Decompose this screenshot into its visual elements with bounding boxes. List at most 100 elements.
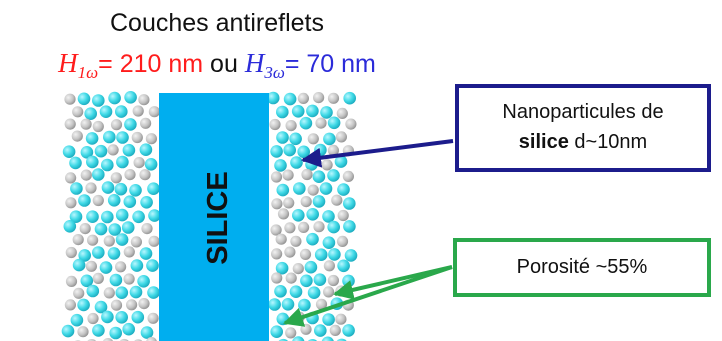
silica-nanoparticle — [144, 158, 158, 171]
silica-nanoparticle — [86, 155, 99, 169]
h1-subscript: 1ω — [77, 63, 99, 82]
pore-particle — [271, 198, 283, 210]
diagram-title: Couches antireflets — [109, 9, 324, 37]
silica-nanoparticle — [322, 210, 335, 223]
pore-particle — [301, 168, 313, 181]
silica-nanoparticle — [72, 258, 86, 272]
silica-label: SILICE — [202, 171, 234, 264]
h3-symbol: H — [244, 48, 265, 78]
pore-particle — [92, 120, 104, 133]
pore-particle — [133, 157, 145, 169]
silica-nanoparticle — [313, 273, 327, 287]
pore-particle — [299, 248, 312, 260]
pore-particle — [87, 312, 99, 325]
silica-nanoparticle — [292, 209, 305, 222]
nanoparticle-callout: Nanoparticules de silice d~10nm — [455, 84, 711, 172]
pore-particle — [123, 246, 135, 258]
silica-nanoparticle — [312, 170, 326, 183]
silica-nanoparticle — [94, 222, 108, 236]
silica-nanoparticle — [147, 286, 160, 299]
silica-nanoparticle — [304, 260, 318, 274]
h3-value: = 70 nm — [284, 50, 376, 78]
silica-nanoparticle — [124, 118, 137, 131]
pore-particle — [269, 118, 281, 131]
silica-nanoparticle — [109, 326, 122, 340]
silica-nanoparticle — [266, 91, 280, 105]
silica-nanoparticle — [292, 336, 305, 341]
silica-nanoparticle — [321, 336, 334, 341]
pore-particle — [323, 286, 335, 298]
porous-nanoparticle-layer — [61, 91, 358, 341]
silica-nanoparticle — [343, 220, 356, 233]
pore-particle — [331, 194, 343, 206]
pore-particle — [139, 169, 151, 181]
pore-particle — [285, 272, 297, 284]
pore-particle — [107, 144, 119, 156]
separator-text: ou — [210, 50, 238, 78]
silica-nanoparticle — [99, 261, 113, 274]
nanoparticle-callout-line1: Nanoparticules de — [502, 101, 664, 123]
silica-nanoparticle — [140, 326, 154, 339]
silica-nanoparticle — [276, 131, 289, 144]
pore-particle — [140, 117, 152, 129]
silica-nanoparticle — [77, 92, 91, 106]
h3-thickness: H3ω= 70 nm — [244, 48, 376, 82]
silica-nanoparticle — [114, 182, 128, 196]
pore-particle — [77, 326, 89, 338]
silica-nanoparticle — [327, 116, 341, 130]
silica-nanoparticle — [94, 300, 108, 314]
pore-particle — [298, 221, 310, 233]
pore-particle — [327, 274, 339, 287]
nanoparticle-arrow — [301, 139, 454, 168]
pore-particle — [336, 107, 348, 119]
pore-particle — [282, 169, 294, 181]
silica-nanoparticle — [319, 182, 333, 195]
silica-nanoparticle — [281, 298, 295, 311]
pore-particle — [138, 94, 150, 106]
silica-nanoparticle — [70, 182, 83, 195]
silica-nanoparticle — [139, 143, 153, 156]
silica-nanoparticle — [336, 338, 347, 341]
silica-nanoparticle — [343, 91, 357, 105]
silica-nanoparticle — [101, 181, 115, 194]
silica-nanoparticle — [107, 194, 121, 207]
pore-particle — [146, 337, 157, 341]
silica-nanoparticle — [306, 104, 319, 118]
pore-particle — [327, 144, 339, 156]
silica-nanoparticle — [124, 91, 137, 104]
pore-particle — [148, 235, 160, 247]
pore-particle — [119, 338, 129, 341]
silica-nanoparticle — [92, 168, 105, 181]
silica-nanoparticle — [85, 132, 99, 145]
pore-particle — [145, 133, 157, 145]
silica-nanoparticle — [320, 106, 333, 119]
pore-particle — [141, 223, 153, 235]
pore-particle — [115, 261, 127, 273]
silica-nanoparticle — [328, 248, 341, 261]
silica-nanoparticle — [70, 313, 84, 327]
pore-particle — [87, 234, 99, 246]
pore-particle — [65, 172, 77, 184]
silica-nanoparticle — [293, 182, 306, 195]
pore-particle — [275, 233, 287, 245]
pore-particle — [297, 92, 309, 104]
pore-particle — [283, 197, 295, 209]
silica-nanoparticle — [270, 325, 284, 339]
pore-particle — [80, 169, 92, 181]
pore-particle — [284, 222, 296, 234]
silica-nanoparticle — [101, 310, 114, 324]
silica-nanoparticle — [123, 195, 137, 208]
silica-nanoparticle — [312, 195, 326, 208]
pore-particle — [85, 182, 97, 194]
silica-nanoparticle — [86, 284, 100, 298]
silica-nanoparticle — [131, 310, 145, 324]
pore-particle — [335, 131, 347, 143]
silica-nanoparticle — [129, 184, 142, 197]
pore-particle — [73, 287, 85, 299]
silica-nanoparticle — [61, 324, 75, 338]
silica-nanoparticle — [289, 132, 302, 146]
silica-nanoparticle — [69, 156, 82, 170]
silica-nanoparticle — [278, 338, 288, 341]
silica-nanoparticle — [306, 232, 319, 246]
silica-nanoparticle — [80, 146, 94, 159]
